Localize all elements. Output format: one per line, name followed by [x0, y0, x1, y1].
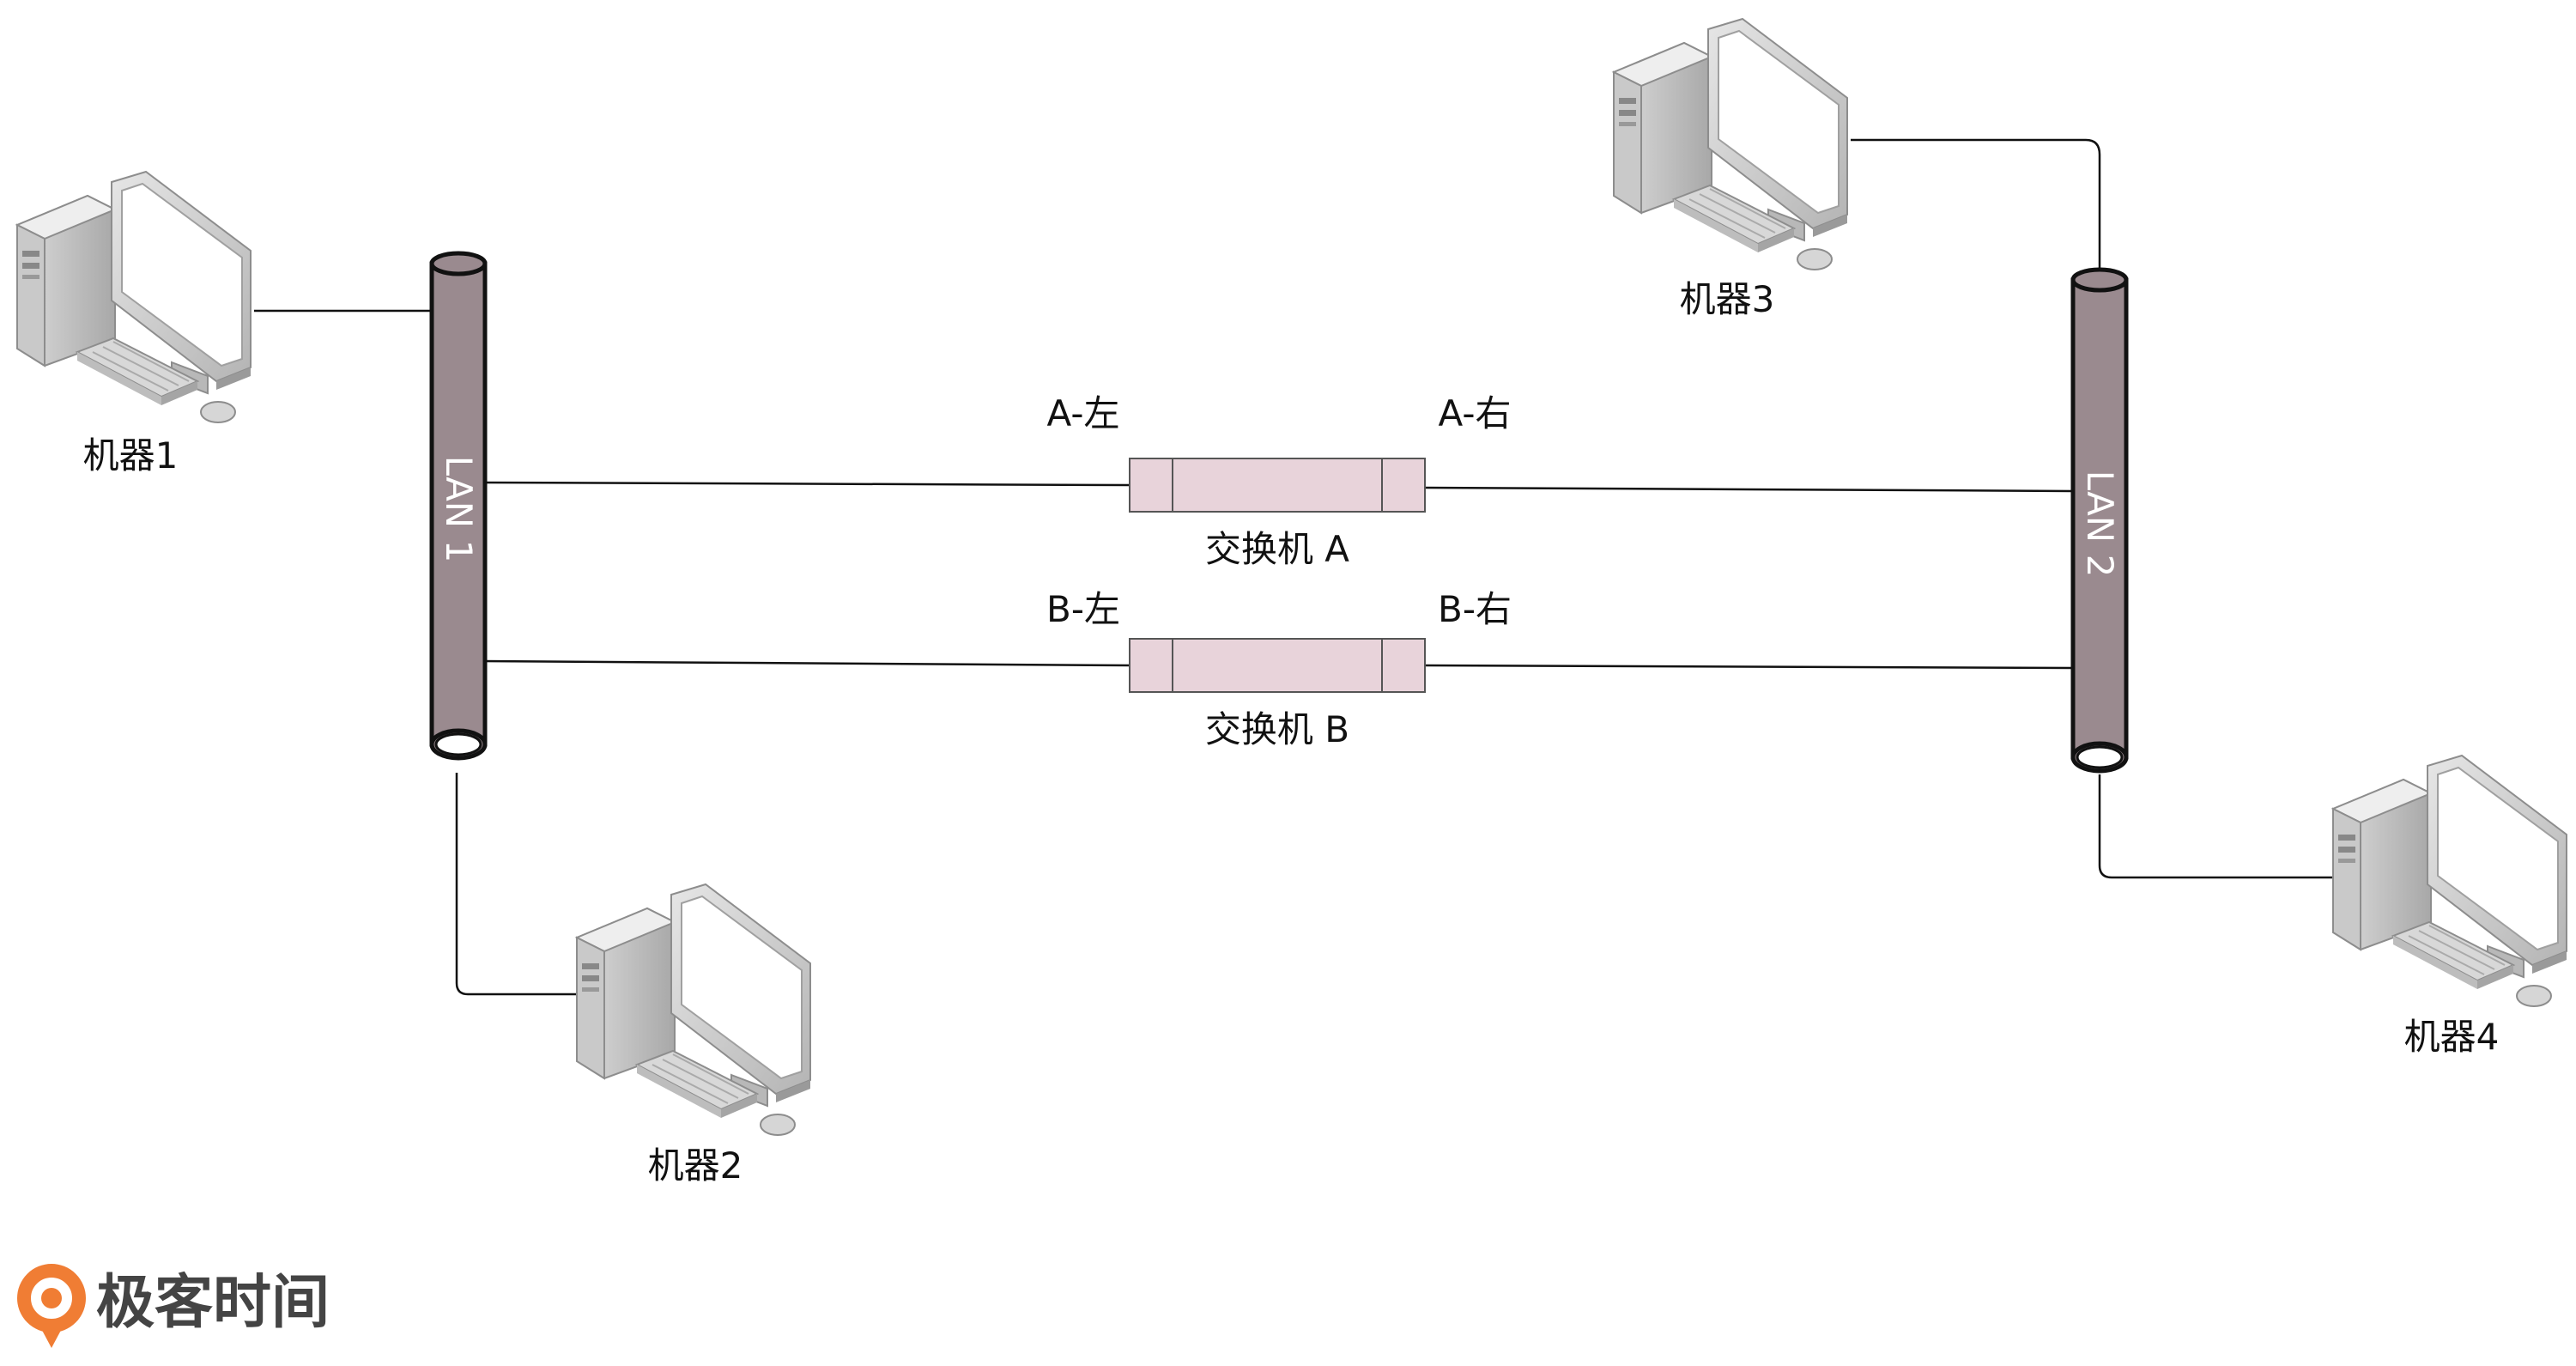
machine-2-label: 机器2	[648, 1144, 743, 1187]
switch-b-right-port: B-右	[1438, 588, 1512, 630]
lan2-label: LAN 2	[2079, 471, 2121, 578]
computer-icon	[16, 171, 252, 423]
link-m4-lan2	[2098, 774, 2335, 879]
switch-a-label: 交换机 A	[1205, 528, 1349, 570]
link-m3-lan2	[1851, 138, 2101, 273]
switch-b-icon	[1129, 638, 1426, 693]
switch-a-icon	[1129, 458, 1426, 513]
switch-b: 交换机 B B-左 B-右	[1046, 588, 1512, 750]
computer-icon	[576, 883, 811, 1136]
lan1-label: LAN 1	[438, 456, 480, 563]
lan2-bus: LAN 2	[2070, 267, 2129, 774]
geektime-logo-text: 极客时间	[96, 1269, 330, 1337]
link-switch-b-lan2	[1422, 664, 2076, 670]
geektime-logo: 极客时间	[17, 1264, 330, 1348]
switch-b-label: 交换机 B	[1205, 708, 1349, 750]
connections	[254, 138, 2335, 996]
switch-a-left-port: A-左	[1047, 392, 1120, 434]
machine-4: 机器4	[2332, 755, 2567, 1058]
lan1-bus: LAN 1	[429, 251, 488, 761]
geektime-logo-icon	[17, 1264, 86, 1348]
switch-a-right-port: A-右	[1439, 392, 1512, 434]
machine-1-label: 机器1	[83, 434, 179, 477]
machine-1: 机器1	[16, 171, 252, 477]
link-switch-a-lan2	[1422, 486, 2076, 493]
machine-3-label: 机器3	[1680, 278, 1775, 320]
switch-a: 交换机 A A-左 A-右	[1047, 392, 1512, 570]
link-lan1-switch-a	[480, 481, 1130, 487]
machine-3: 机器3	[1613, 18, 1848, 320]
machine-2: 机器2	[576, 883, 811, 1187]
computer-icon	[2332, 755, 2567, 1007]
switch-b-left-port: B-左	[1046, 588, 1120, 630]
machine-4-label: 机器4	[2404, 1016, 2500, 1058]
link-m2-lan1	[455, 773, 582, 996]
computer-icon	[1613, 18, 1848, 270]
link-lan1-switch-b	[480, 659, 1130, 667]
